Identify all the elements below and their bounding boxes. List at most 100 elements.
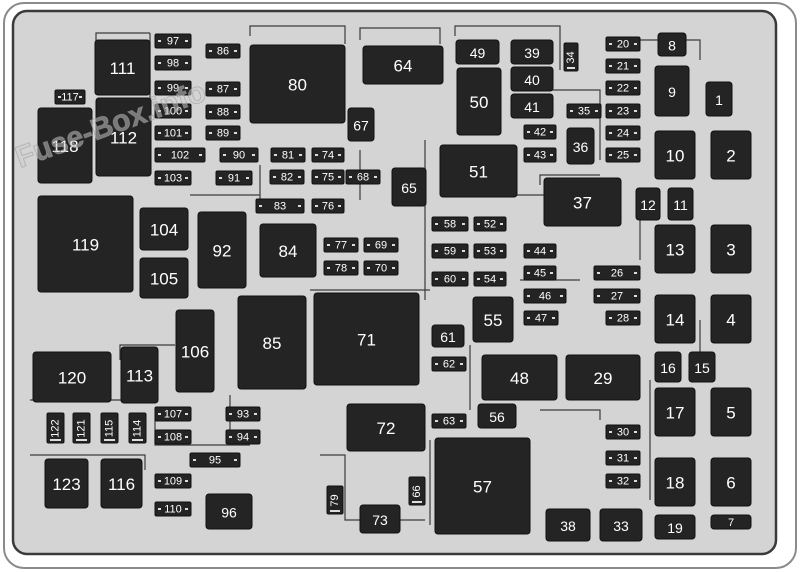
fuse-terminal [252, 154, 255, 156]
fuse-terminal [158, 177, 161, 179]
fuse-44: 44 [523, 243, 557, 259]
fuse-terminal [338, 205, 341, 207]
fuse-74-body [311, 147, 345, 163]
fuse-label: 115 [104, 420, 116, 438]
fuse-terminal [435, 363, 438, 365]
fuse-63-body [431, 413, 467, 429]
fuse-59: 59 [431, 243, 469, 259]
fuse-20-body [605, 36, 641, 52]
fuse-60: 60 [431, 271, 469, 287]
fuse-81: 81 [270, 147, 306, 163]
fuse-terminal [550, 131, 553, 133]
fuse-69: 69 [363, 237, 399, 253]
fuse-terminal [352, 267, 355, 269]
fuse-label: 81 [282, 150, 294, 162]
relay-label: 11 [673, 197, 688, 213]
relay-11: 11 [667, 187, 694, 221]
relay-label: 113 [126, 367, 153, 386]
relay-label: 116 [108, 475, 135, 494]
fuse-terminal [500, 223, 503, 225]
fuse-label: 30 [617, 427, 629, 439]
relay-label: 19 [667, 520, 683, 536]
fuse-terminal [158, 132, 161, 134]
relay-12: 12 [635, 187, 661, 221]
fuse-terminal [392, 244, 395, 246]
fuse-terminal [199, 154, 202, 156]
relay-123-body [44, 458, 89, 509]
relay-61-body [431, 324, 465, 348]
relay-label: 18 [666, 474, 685, 493]
fuse-62-body [431, 356, 467, 372]
fuse-87: 87 [205, 81, 241, 97]
fuse-label: 77 [335, 240, 347, 252]
fuse-83-body [255, 198, 305, 214]
fuse-122-body [46, 412, 65, 444]
fuse-terminal [158, 110, 161, 112]
fuse-32-body [605, 473, 641, 489]
relay-19: 19 [654, 514, 696, 540]
relay-85: 85 [237, 295, 307, 390]
fuse-terminal [527, 295, 530, 297]
fuse-21: 21 [605, 58, 641, 74]
relay-10: 10 [654, 130, 696, 180]
fuse-27-body [593, 288, 641, 304]
relay-label: 7 [728, 517, 734, 529]
fuse-label: 66 [411, 485, 423, 497]
fuse-terminal [374, 176, 377, 178]
fuse-66: 66 [408, 476, 426, 506]
fuse-107: 107 [154, 406, 192, 422]
fuse-76: 76 [311, 198, 345, 214]
fuse-25-body [605, 147, 641, 163]
relay-37: 37 [543, 177, 622, 227]
fuse-terminal [185, 40, 188, 42]
relay-112: 112 [95, 97, 152, 177]
fuse-54: 54 [473, 271, 507, 287]
relay-14-body [654, 294, 696, 344]
fuse-75-body [311, 169, 345, 185]
fuse-label: 109 [164, 476, 182, 488]
relay-111-body [94, 39, 151, 96]
fuse-74: 74 [311, 147, 345, 163]
fuse-terminal [527, 317, 530, 319]
relay-label: 6 [726, 474, 735, 493]
relay-label: 3 [726, 241, 735, 260]
fuse-terminal [315, 205, 318, 207]
relay-37-body [543, 177, 622, 227]
fuse-58-body [431, 216, 469, 232]
fuse-terminal [58, 96, 61, 98]
relay-106-body [175, 309, 215, 393]
relay-label: 37 [573, 194, 592, 213]
fuse-terminal [330, 510, 340, 512]
relay-label: 67 [353, 118, 369, 134]
relay-40: 40 [510, 66, 554, 92]
fuse-97: 97 [154, 33, 192, 49]
fuse-35: 35 [566, 103, 602, 119]
fuse-terminal [634, 154, 637, 156]
fuse-20: 20 [605, 36, 641, 52]
fuse-terminal [367, 244, 370, 246]
fuse-label: 24 [617, 128, 629, 140]
fuse-terminal [209, 132, 212, 134]
relay-105: 105 [139, 257, 189, 299]
fuse-70-body [363, 260, 399, 276]
fuse-68: 68 [345, 169, 381, 185]
fuse-label: 89 [217, 128, 229, 140]
fuse-26-body [593, 265, 641, 281]
relay-36-body [566, 127, 595, 165]
fuse-86-body [205, 43, 241, 59]
relay-92: 92 [197, 211, 247, 289]
fuse-terminal [185, 62, 188, 64]
fuse-label: 114 [132, 420, 144, 438]
relay-label: 15 [694, 360, 710, 376]
fuse-label: 45 [534, 268, 546, 280]
relay-14: 14 [654, 294, 696, 344]
relay-72: 72 [346, 403, 426, 452]
fuse-label: 42 [534, 127, 546, 139]
fuse-110-body [154, 501, 192, 517]
fuse-label: 54 [484, 274, 496, 286]
fuse-115-body [100, 412, 119, 444]
fuse-terminal [193, 459, 196, 461]
fuse-label: 74 [322, 150, 334, 162]
relay-9: 9 [654, 65, 690, 117]
fuse-terminal [158, 413, 161, 415]
